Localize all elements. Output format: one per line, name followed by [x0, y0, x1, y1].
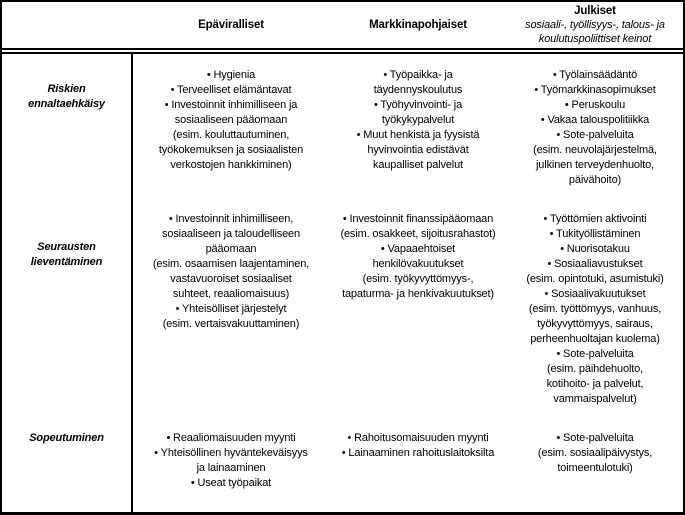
cell-risk-prevention-market: • Työpaikka- ja täydennyskoulutus • Työh… — [356, 69, 480, 171]
column-header-market: Markkinapohjaiset — [329, 2, 507, 48]
cell-consequence-mitigation-market: • Investoinnit finanssipääomaan (esim. o… — [340, 213, 496, 300]
cell-risk-prevention-public: • Työlainsäädäntö • Työmarkkinasopimukse… — [533, 69, 657, 186]
cell-consequence-mitigation-informal: • Investoinnit inhimilliseen, sosiaalise… — [152, 213, 310, 330]
row-label-risk-prevention: Riskien ennaltaehkäisy — [2, 54, 133, 202]
cell-adaptation-market: • Rahoitusomaisuuden myynti • Lainaamine… — [341, 432, 495, 459]
cell-adaptation-public: • Sote-palveluita (esim. sosiaalipäivyst… — [537, 432, 653, 474]
cell-risk-prevention-informal: • Hygienia • Terveelliset elämäntavat • … — [158, 69, 304, 171]
cell-consequence-mitigation-public: • Työttömien aktivointi • Tukityöllistäm… — [526, 213, 664, 405]
header-double-rule — [2, 48, 683, 54]
header-empty-cell — [2, 2, 133, 48]
column-header-market-title: Markkinapohjaiset — [369, 19, 467, 31]
column-header-public: Julkiset sosiaali-, työllisyys-, talous-… — [507, 2, 683, 48]
column-header-public-subtitle: sosiaali-, työllisyys-, talous- ja koulu… — [525, 19, 665, 45]
cell-adaptation-informal: • Reaaliomaisuuden myynti • Yhteisölline… — [154, 432, 308, 489]
row-label-adaptation: Sopeutuminen — [2, 418, 133, 512]
row-label-consequence-mitigation: Seurausten lieventäminen — [2, 202, 133, 418]
column-header-informal-title: Epäviralliset — [198, 19, 264, 31]
column-header-public-title: Julkiset — [574, 5, 616, 17]
column-header-informal: Epäviralliset — [133, 2, 329, 48]
